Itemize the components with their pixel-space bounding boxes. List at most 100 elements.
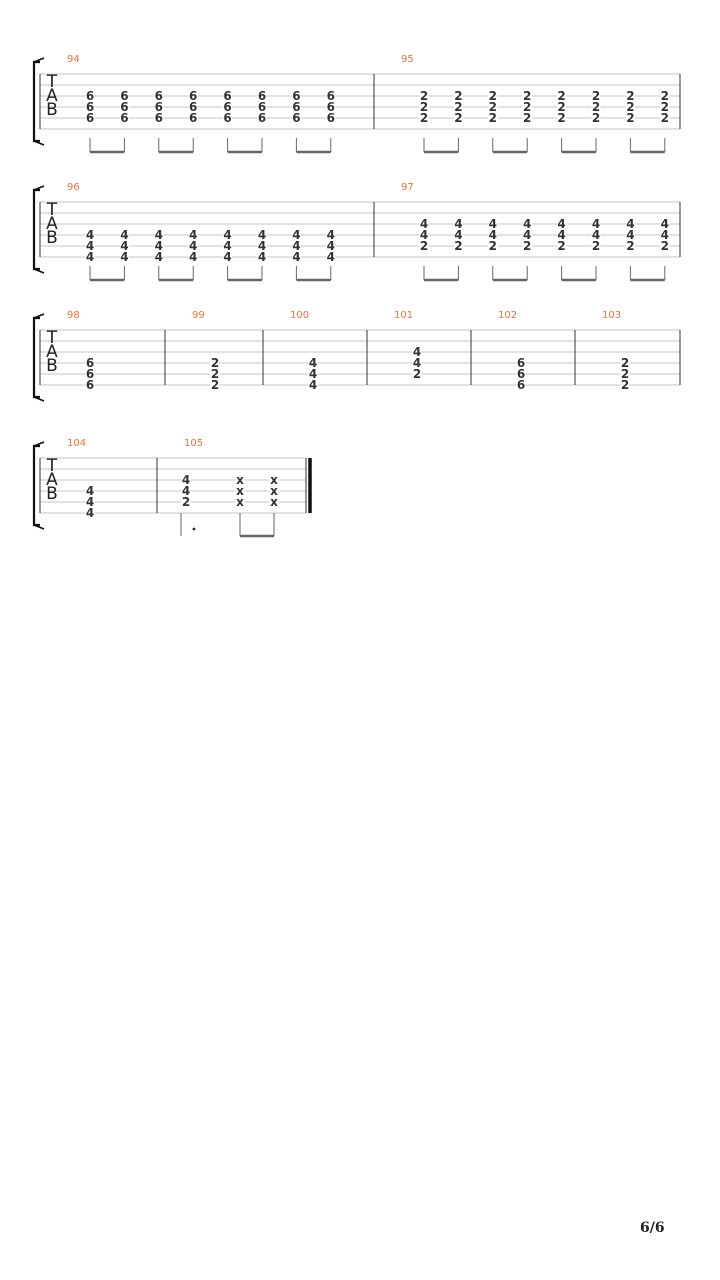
fret-number: 4 bbox=[86, 506, 94, 520]
fret-number: 4 bbox=[155, 228, 163, 242]
fret-mask bbox=[188, 230, 198, 240]
fret-mask bbox=[85, 102, 95, 112]
fret-number: 4 bbox=[120, 250, 128, 264]
fret-number: 2 bbox=[523, 239, 531, 253]
fret-number: 6 bbox=[155, 111, 163, 125]
fret-number: 2 bbox=[211, 378, 219, 392]
fret-number: 4 bbox=[309, 378, 317, 392]
fret-mask bbox=[257, 230, 267, 240]
fret-number: 4 bbox=[557, 228, 565, 242]
fret-mask bbox=[522, 230, 532, 240]
fret-number: 2 bbox=[621, 378, 629, 392]
fret-number: 4 bbox=[413, 356, 421, 370]
fret-number: 2 bbox=[420, 239, 428, 253]
fret-number: 4 bbox=[309, 367, 317, 381]
fret-number: 4 bbox=[292, 239, 300, 253]
fret-number: 4 bbox=[86, 484, 94, 498]
fret-mask bbox=[223, 102, 233, 112]
fret-mask bbox=[308, 358, 318, 368]
fret-number: 4 bbox=[182, 484, 190, 498]
fret-mask bbox=[591, 219, 601, 229]
fret-mask bbox=[660, 91, 670, 101]
measure-number: 100 bbox=[290, 310, 309, 321]
fret-number: 4 bbox=[182, 473, 190, 487]
fret-mask bbox=[412, 358, 422, 368]
fret-number: 4 bbox=[258, 250, 266, 264]
fret-mask bbox=[591, 230, 601, 240]
fret-mask bbox=[85, 252, 95, 262]
fret-mask bbox=[223, 91, 233, 101]
fret-mask bbox=[557, 113, 567, 123]
fret-mask bbox=[620, 369, 630, 379]
fret-number: 4 bbox=[292, 228, 300, 242]
fret-mask bbox=[188, 91, 198, 101]
fret-number: 4 bbox=[86, 250, 94, 264]
fret-number: 4 bbox=[155, 250, 163, 264]
fret-mask bbox=[257, 241, 267, 251]
fret-mask bbox=[488, 219, 498, 229]
fret-mask bbox=[257, 102, 267, 112]
fret-number: 6 bbox=[86, 89, 94, 103]
fret-number: 4 bbox=[454, 228, 462, 242]
fret-mask bbox=[326, 252, 336, 262]
fret-mask bbox=[326, 91, 336, 101]
fret-number: 6 bbox=[517, 367, 525, 381]
fret-number: x bbox=[270, 473, 278, 487]
fret-number: 2 bbox=[454, 89, 462, 103]
fret-mask bbox=[291, 241, 301, 251]
fret-number: 4 bbox=[120, 239, 128, 253]
fret-number: 6 bbox=[86, 111, 94, 125]
fret-mask bbox=[85, 380, 95, 390]
fret-mask bbox=[181, 475, 191, 485]
fret-number: 2 bbox=[523, 89, 531, 103]
fret-mask bbox=[85, 369, 95, 379]
fret-number: x bbox=[236, 484, 244, 498]
tab-clef-letter: B bbox=[46, 356, 58, 376]
tab-clef-letter: T bbox=[46, 72, 58, 92]
fret-number: 4 bbox=[155, 239, 163, 253]
fret-number: 2 bbox=[661, 239, 669, 253]
fret-number: 2 bbox=[592, 111, 600, 125]
fret-number: 6 bbox=[120, 89, 128, 103]
measure-number: 104 bbox=[67, 438, 86, 449]
bracket-hook-bottom bbox=[33, 396, 45, 402]
fret-number: 4 bbox=[420, 228, 428, 242]
fret-number: 4 bbox=[661, 217, 669, 231]
fret-number: 2 bbox=[523, 111, 531, 125]
fret-number: x bbox=[270, 495, 278, 509]
fret-mask bbox=[291, 230, 301, 240]
rhythm-dot bbox=[192, 527, 196, 531]
fret-number: 4 bbox=[189, 239, 197, 253]
fret-number: 2 bbox=[413, 367, 421, 381]
fret-number: 2 bbox=[557, 100, 565, 114]
fret-mask bbox=[210, 369, 220, 379]
fret-mask bbox=[188, 102, 198, 112]
fret-mask bbox=[453, 102, 463, 112]
fret-mask bbox=[291, 252, 301, 262]
fret-mask bbox=[488, 241, 498, 251]
tab-clef-letter: A bbox=[46, 86, 58, 106]
fret-number: 4 bbox=[258, 239, 266, 253]
fret-mask bbox=[269, 475, 279, 485]
tab-clef-letter: T bbox=[46, 456, 58, 476]
fret-mask bbox=[522, 219, 532, 229]
fret-number: 4 bbox=[223, 250, 231, 264]
system-bracket bbox=[32, 188, 40, 271]
fret-mask bbox=[557, 219, 567, 229]
fret-mask bbox=[522, 241, 532, 251]
fret-number: 4 bbox=[223, 239, 231, 253]
fret-mask bbox=[412, 347, 422, 357]
measure-number: 97 bbox=[401, 182, 414, 193]
fret-number: 4 bbox=[189, 250, 197, 264]
tab-clef-letter: T bbox=[46, 328, 58, 348]
fret-number: 6 bbox=[86, 378, 94, 392]
tab-clef-letter: B bbox=[46, 228, 58, 248]
fret-number: 6 bbox=[327, 111, 335, 125]
fret-mask bbox=[522, 113, 532, 123]
fret-number: 4 bbox=[489, 228, 497, 242]
fret-mask bbox=[291, 102, 301, 112]
tab-clef-letter: B bbox=[46, 100, 58, 120]
bracket-hook-top bbox=[33, 313, 45, 319]
measure-number: 99 bbox=[192, 310, 205, 321]
